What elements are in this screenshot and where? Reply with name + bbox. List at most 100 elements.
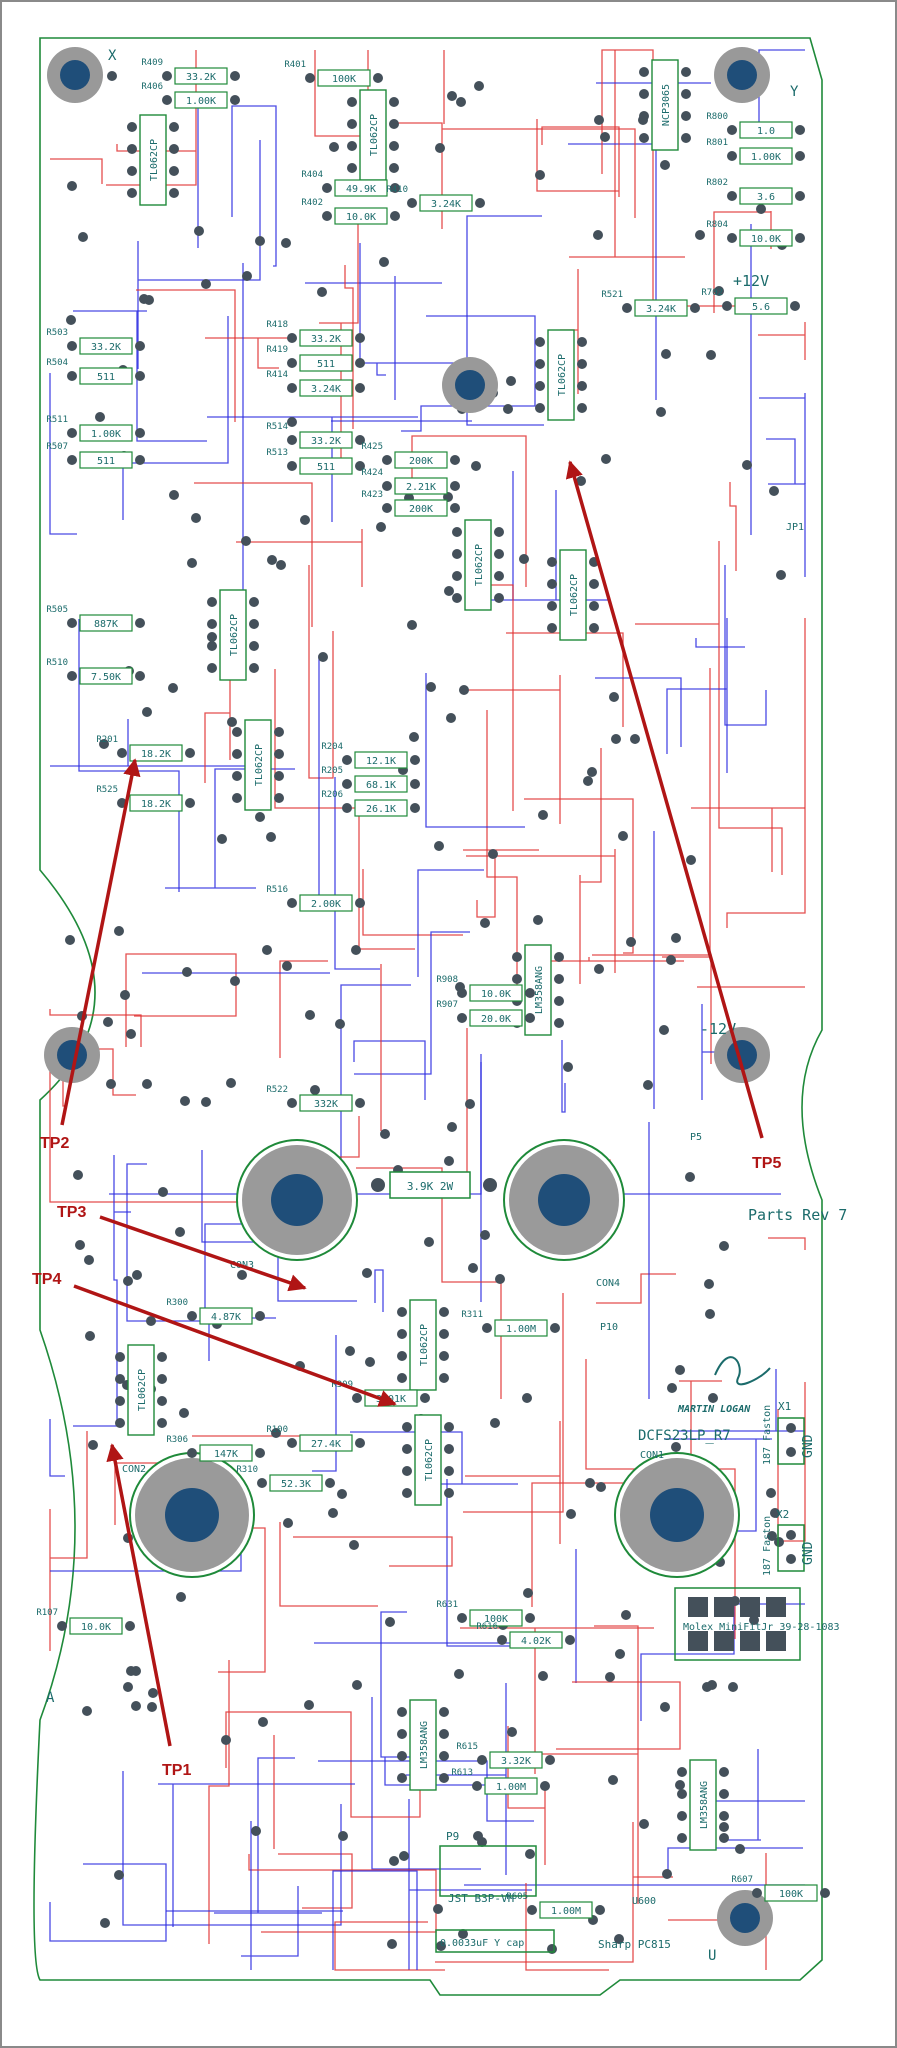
pad: [776, 570, 786, 580]
component-ref: R525: [96, 785, 118, 795]
pad: [667, 1383, 677, 1393]
pad: [766, 1488, 776, 1498]
component-value: 26.1K: [366, 804, 396, 815]
copper-trace: [305, 276, 442, 400]
pad: [75, 1240, 85, 1250]
copper-trace: [334, 1921, 445, 1971]
pad: [345, 1346, 355, 1356]
jst-label: JST B3P-VH: [448, 1892, 514, 1905]
pad: [255, 236, 265, 246]
pad: [114, 1870, 124, 1880]
copper-trace: [312, 1335, 337, 1472]
pad: [132, 1270, 142, 1280]
component-value: 2.00K: [311, 899, 341, 910]
copper-trace: [490, 584, 514, 811]
corner-mark-x: X: [108, 48, 117, 64]
test-point-callouts: TP2 TP3 TP4 TP1 TP5: [32, 460, 781, 1779]
pad: [488, 849, 498, 859]
copper-trace: [713, 211, 772, 313]
tp3-arrow: [99, 1215, 307, 1292]
component-ref: R521: [601, 290, 623, 300]
copper-trace: [278, 1853, 353, 1909]
copper-trace: [50, 719, 245, 767]
pad: [519, 554, 529, 564]
x1-label: X1: [778, 1400, 791, 1413]
pad: [131, 1701, 141, 1711]
copper-trace: [49, 1419, 65, 1477]
pad: [335, 1019, 345, 1029]
copper-trace: [158, 1783, 355, 1927]
component-ref: R206: [321, 790, 343, 800]
component-layer: [65, 71, 787, 1954]
pad: [719, 1822, 729, 1832]
copper-trace: [691, 807, 805, 872]
copper-trace: [536, 119, 620, 197]
c603-label: 0.0033uF Y cap: [440, 1938, 524, 1949]
ic-label: TL062CP: [569, 574, 580, 616]
jst-connector: P9 JST B3P-VH 0.0033uF Y cap: [435, 1830, 555, 1953]
copper-trace: [635, 541, 783, 875]
ic-u602: LM358ANG: [677, 1759, 729, 1851]
pad: [283, 1518, 293, 1528]
component-ref: R613: [451, 1768, 473, 1778]
copper-trace: [194, 482, 313, 627]
pad: [201, 1097, 211, 1107]
faston2-label: 187 Faston: [762, 1516, 773, 1576]
ic-label: TL062CP: [369, 114, 380, 156]
pad: [426, 682, 436, 692]
pad: [409, 732, 419, 742]
power-resistor: 3.9K 2W: [371, 1171, 497, 1199]
pad: [774, 1537, 784, 1547]
pad: [719, 1241, 729, 1251]
component-value: 1.00K: [91, 429, 121, 440]
copper-trace: [165, 768, 295, 889]
pad: [675, 1365, 685, 1375]
pad: [85, 1331, 95, 1341]
pad: [100, 1918, 110, 1928]
ic-label: TL062CP: [474, 544, 485, 586]
copper-trace: [546, 957, 684, 962]
copper-trace: [50, 158, 103, 184]
pad: [474, 81, 484, 91]
faston1-label: 187 Faston: [762, 1405, 773, 1465]
connector-x1: X1 GND 187 Faston: [762, 1400, 816, 1465]
component-ref: R503: [46, 328, 68, 338]
component-ref: R402: [301, 198, 323, 208]
component-ref: R401: [284, 60, 306, 70]
pad: [365, 1357, 375, 1367]
pad: [114, 926, 124, 936]
pad: [304, 1700, 314, 1710]
component-ref: R802: [706, 178, 728, 188]
copper-trace: [560, 269, 579, 394]
pad: [458, 1929, 468, 1939]
pad: [444, 1156, 454, 1166]
component-ref: R702: [701, 288, 723, 298]
pad: [317, 287, 327, 297]
pad: [95, 412, 105, 422]
corner-mark-u: U: [708, 1948, 716, 1964]
pad: [262, 945, 272, 955]
component-ref: R205: [321, 766, 343, 776]
pad: [769, 486, 779, 496]
pad: [756, 204, 766, 214]
ic-label: TL062CP: [557, 354, 568, 396]
copper-trace: [293, 1536, 453, 1567]
pad: [714, 286, 724, 296]
pad: [447, 91, 457, 101]
copper-trace: [274, 669, 384, 809]
copper-trace: [460, 1627, 654, 1774]
pad: [179, 1408, 189, 1418]
pad: [207, 632, 217, 642]
copper-trace: [248, 1854, 437, 1933]
copper-trace: [49, 1431, 88, 1651]
pad: [255, 812, 265, 822]
pad: [175, 1227, 185, 1237]
ic-u403: TL062CP: [547, 549, 599, 641]
pad: [142, 1079, 152, 1089]
pad: [387, 1939, 397, 1949]
component-value: 10.0K: [751, 234, 781, 245]
